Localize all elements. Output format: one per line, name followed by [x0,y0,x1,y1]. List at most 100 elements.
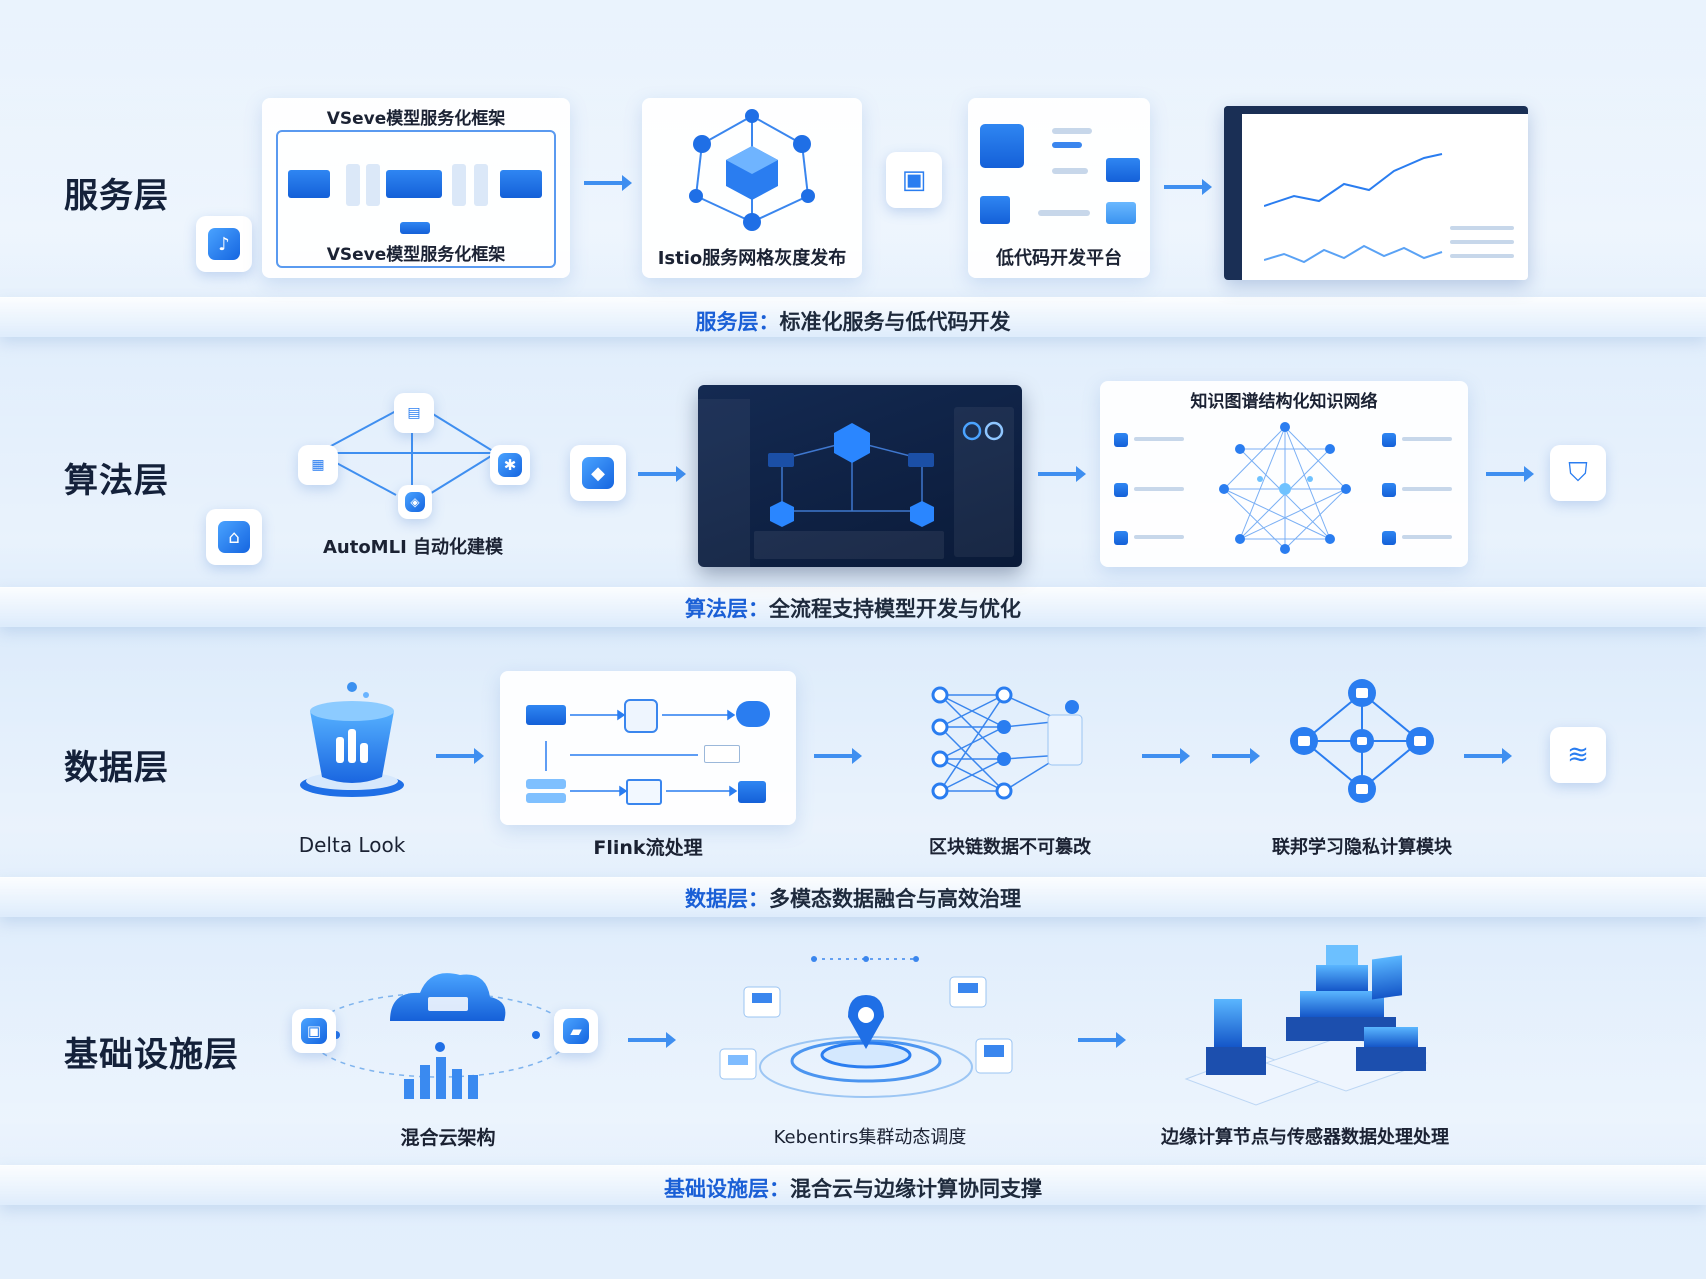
arrow-right-icon [1078,1032,1126,1048]
package-icon: ▣ [886,152,942,208]
federated-graphic [1290,679,1434,803]
kg-ritem-line-1 [1402,437,1452,441]
infra-caption-text: 混合云与边缘计算协同支撑 [790,1177,1042,1201]
dashboard-row-1 [1450,226,1514,230]
data-layer-name: 数据层 [64,748,169,788]
arrow-right-icon [628,1032,676,1048]
lowcode-line-1 [1052,128,1092,134]
algorithm-layer: 算法层 ⌂ ▤ ▦ ✱ ◈ AutoMLI 自动化建模 ◆ [0,335,1706,627]
kg-item-icon-3 [1114,531,1128,545]
vseve-frame [276,130,556,268]
infra-caption: 基础设施层：混合云与边缘计算协同支撑 [0,1173,1706,1203]
flink-node-box [704,745,740,763]
vseve-slot-2 [366,164,380,206]
kg-ritem-icon-3 [1382,531,1396,545]
service-caption-text: 标准化服务与低代码开发 [779,310,1011,334]
data-layer: 数据层 Delta Look [0,625,1706,917]
flink-source-2 [526,779,566,789]
kg-title: 知识图谱结构化知识网络 [1190,392,1378,412]
vseve-chip-2 [386,170,442,198]
blockchain-network-graphic [931,686,1083,800]
k8s-label: Kebentirs集群动态调度 [773,1127,967,1148]
dashboard-row-3 [1450,254,1514,258]
flink-source-1 [526,705,566,725]
flink-card [500,671,796,825]
shield-icon: ⛉ [1550,445,1606,501]
infra-layer: 基础设施层 ▣ ▰ 混合云架构 Kebentirs集群动态调度 [0,915,1706,1205]
vseve-title: VSeve模型服务化框架 [326,109,506,129]
arrow-right-icon [1486,466,1534,482]
flink-source-3 [526,793,566,803]
kg-item-line-3 [1134,535,1184,539]
badge-icon: ◈ [398,485,432,519]
data-caption: 数据层：多模态数据融合与高效治理 [0,883,1706,913]
vseve-chip-small [400,222,430,234]
arrow-right-icon [1038,466,1086,482]
edge-label: 边缘计算节点与传感器数据处理处理 [1161,1127,1449,1148]
lowcode-block-2 [980,196,1010,224]
vseve-slot-3 [452,164,466,206]
monitor-icon: ▣ [292,1009,336,1053]
dashboard-row-2 [1450,240,1514,244]
file-icon: ▦ [298,445,338,485]
algorithm-platform [0,587,1706,627]
cube-icon: ◆ [570,445,626,501]
kg-ritem-icon-1 [1382,433,1396,447]
arrow-right-icon [814,748,862,764]
k8s-graphic [719,956,1013,1098]
infra-layer-name: 基础设施层 [64,1035,239,1075]
arrow-right-icon [1142,748,1190,764]
layers-icon: ≋ [1550,727,1606,783]
bucket-icon [300,682,404,797]
arrow-right-icon [1164,179,1212,195]
arrow-right-icon [584,175,632,191]
console-sidebar [698,399,750,567]
kg-item-icon-2 [1114,483,1128,497]
kg-ritem-icon-2 [1382,483,1396,497]
lowcode-line-4 [1038,210,1090,216]
edge-computing-graphic [1184,945,1428,1106]
flink-label: Flink流处理 [593,837,703,859]
vseve-label: VSeve模型服务化框架 [326,245,506,265]
flink-flow-lines [545,709,738,797]
delta-label: Delta Look [298,833,406,857]
flink-node-fingerprint [624,699,658,733]
vseve-card: VSeve模型服务化框架 VSeve模型服务化框架 [262,98,570,278]
lowcode-block-3 [1106,158,1140,182]
lowcode-card: 低代码开发平台 [968,98,1150,278]
flink-node-cloud [736,701,770,727]
automl-label: AutoMLI 自动化建模 [322,537,504,558]
hybrid-label: 混合云架构 [400,1127,496,1149]
lowcode-label: 低代码开发平台 [996,248,1122,269]
tablet-icon: ▰ [554,1009,598,1053]
flink-node-cart [738,781,766,803]
blockchain-label: 区块链数据不可篡改 [929,837,1091,858]
dashboard-sidebar [1224,106,1242,280]
toolbox-icon: ⌂ [206,509,262,565]
vseve-slot-1 [346,164,360,206]
knowledge-graph-card: 知识图谱结构化知识网络 [1100,381,1468,567]
infra-platform [0,1165,1706,1205]
kg-ritem-line-2 [1402,487,1452,491]
vseve-chip-1 [288,170,330,198]
vseve-slot-4 [474,164,488,206]
algorithm-caption-hl: 算法层： [685,597,769,621]
model-dev-console [698,385,1022,567]
kg-right-list [1378,413,1458,559]
arrow-right-icon [1212,748,1260,764]
federated-label: 联邦学习隐私计算模块 [1272,837,1452,858]
gear-icon: ✱ [490,445,530,485]
arrow-right-icon [1464,748,1512,764]
data-caption-text: 多模态数据融合与高效治理 [769,887,1021,911]
kg-item-line-2 [1134,487,1184,491]
lowcode-block-1 [980,124,1024,168]
console-table [754,531,944,559]
lowcode-block-4 [1106,202,1136,224]
service-layer: 服务层 ♪ VSeve模型服务化框架 VSeve模型服务化框架 [0,0,1706,337]
kg-ritem-line-3 [1402,535,1452,539]
algorithm-caption: 算法层：全流程支持模型开发与优化 [0,593,1706,623]
algorithm-layer-name: 算法层 [64,461,169,501]
service-caption-hl: 服务层： [695,310,780,334]
service-layer-name: 服务层 [64,176,169,216]
kg-item-line-1 [1134,437,1184,441]
